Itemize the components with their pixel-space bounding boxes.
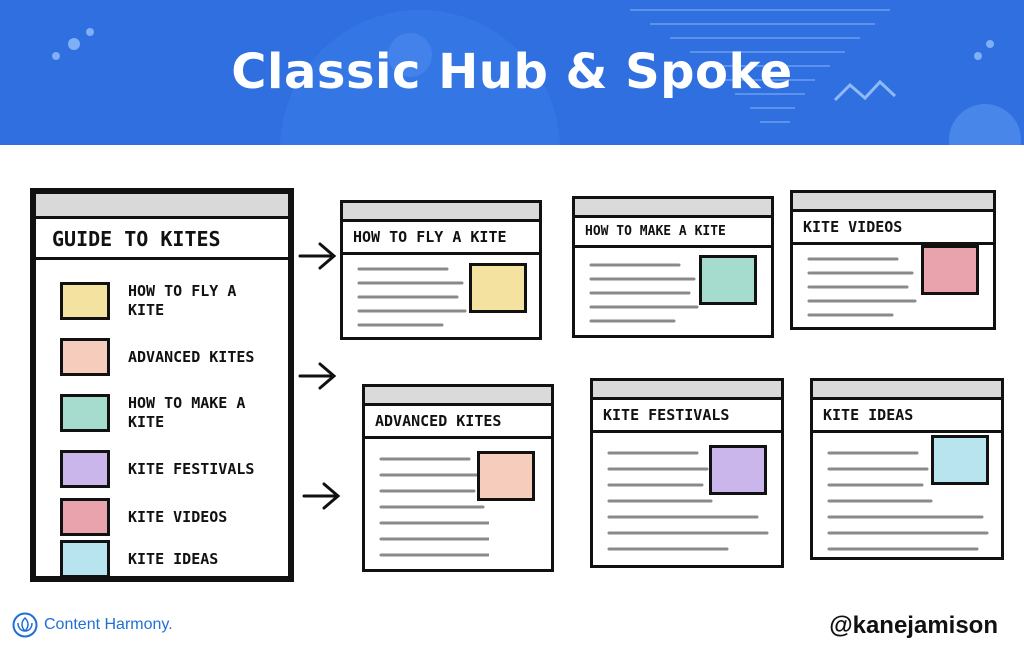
spoke-swatch [469,263,527,313]
author-handle: @kanejamison [829,612,998,639]
text-placeholder-lines [807,257,917,317]
spoke-page: Kite videos [790,190,996,330]
spoke-browser-bar [813,381,1001,400]
hub-item-swatch [60,338,110,376]
hub-item-swatch [60,498,110,536]
spoke-browser-bar [365,387,551,406]
spoke-title: Kite festivals [593,400,781,433]
text-placeholder-lines [827,451,989,551]
hub-item-label: Kite videos [128,507,228,526]
spoke-browser-bar [793,193,993,212]
spoke-page: How to fly a kite [340,200,542,340]
hub-page: Guide to Kites How to fly a kite Advance… [30,188,294,582]
text-placeholder-lines [589,263,699,323]
text-placeholder-lines [379,457,489,557]
hub-item-swatch [60,282,110,320]
hub-item-label: Kite festivals [128,459,255,478]
spoke-swatch [931,435,989,485]
spoke-swatch [477,451,535,501]
hub-item-swatch [60,450,110,488]
lotus-logo-icon [12,612,38,638]
spoke-swatch [921,245,979,295]
right-arrow-icon [298,242,337,270]
spoke-page: Advanced kites [362,384,554,572]
spoke-page: Kite festivals [590,378,784,568]
hub-item-label: How to make a kite [128,394,246,431]
hub-item: Kite festivals [60,450,278,488]
content-harmony-logo: Content Harmony. [12,612,173,638]
hub-item: Advanced kites [60,338,278,376]
hub-item-swatch [60,540,110,578]
spoke-title: Advanced kites [365,406,551,439]
spoke-title: How to fly a kite [343,222,539,255]
spoke-page: Kite ideas [810,378,1004,560]
hub-item: How to make a kite [60,394,278,432]
hub-item-label: Kite ideas [128,549,219,568]
hub-browser-bar [36,194,288,219]
spoke-browser-bar [593,381,781,400]
hub-item: Kite ideas [60,540,278,578]
text-placeholder-lines [607,451,769,551]
page-title: Classic Hub & Spoke [231,44,793,100]
text-placeholder-lines [357,267,467,327]
right-arrow-icon [302,482,341,510]
spoke-swatch [709,445,767,495]
hub-item: How to fly a kite [60,282,278,320]
hub-item-label: Advanced kites [128,347,255,366]
spoke-swatch [699,255,757,305]
spoke-page: How to make a kite [572,196,774,338]
spoke-browser-bar [343,203,539,222]
header-banner: Classic Hub & Spoke [0,0,1024,145]
spoke-title: Kite videos [793,212,993,245]
hub-item-swatch [60,394,110,432]
logo-text: Content Harmony. [44,616,173,633]
hub-item-label: How to fly a kite [128,282,237,319]
spoke-title: Kite ideas [813,400,1001,433]
banner-decoration [52,9,1021,145]
spoke-title: How to make a kite [575,218,771,248]
right-arrow-icon [298,362,337,390]
spoke-browser-bar [575,199,771,218]
hub-heading: Guide to Kites [36,219,288,260]
hub-item: Kite videos [60,498,278,536]
